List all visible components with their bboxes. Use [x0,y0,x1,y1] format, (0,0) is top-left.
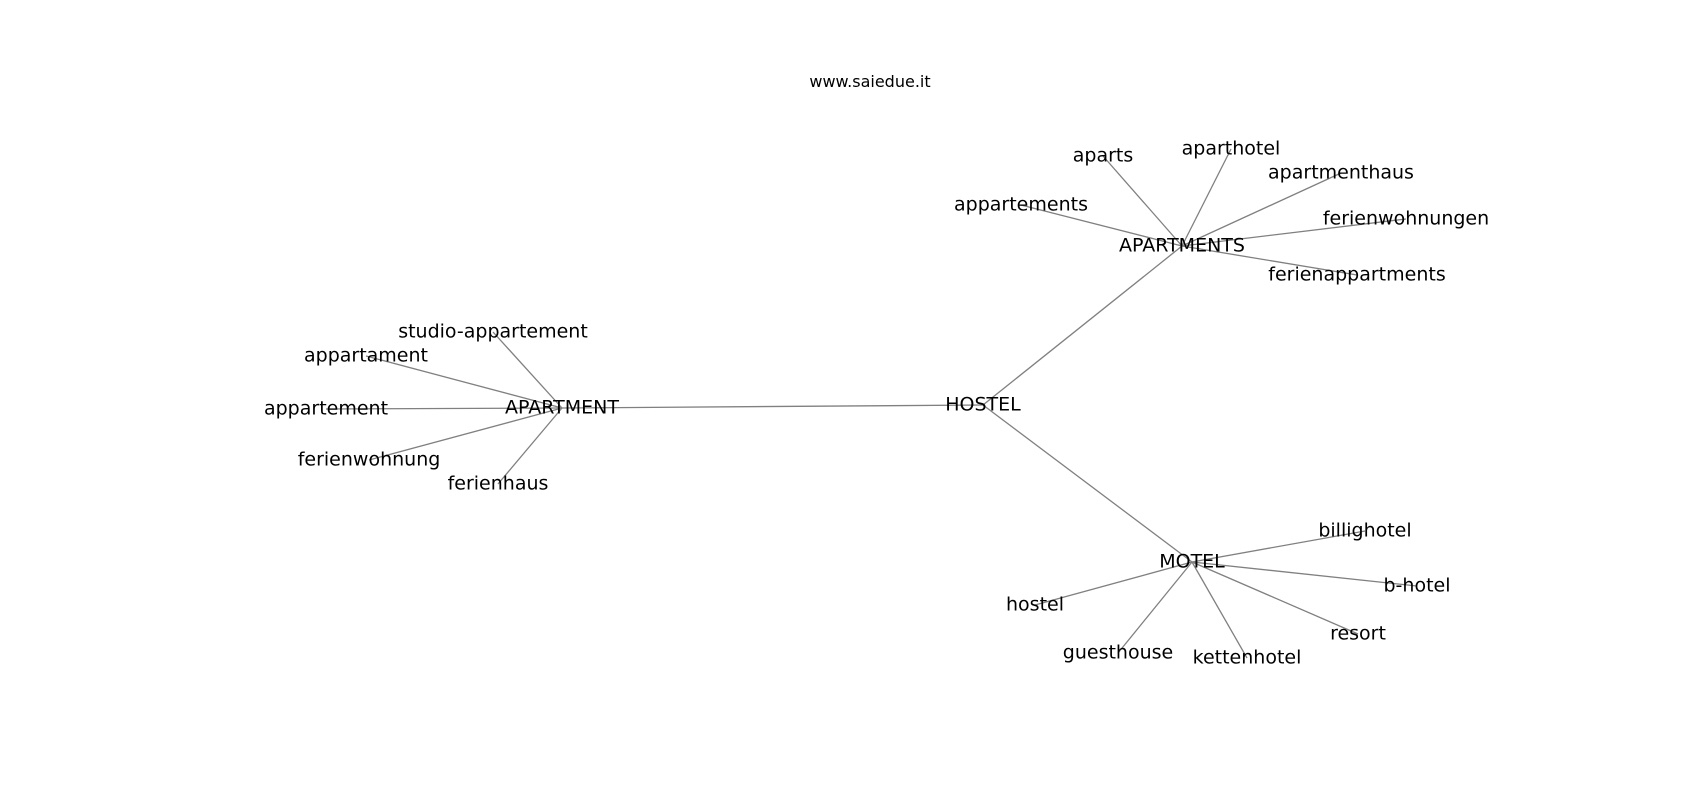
edge-apartment-appartement [325,407,563,410]
node-apartment: APARTMENT [505,397,619,419]
node-aparts: aparts [1073,145,1134,167]
node-b-hotel: b-hotel [1383,575,1450,597]
node-studio-appartement: studio-appartement [398,321,588,343]
node-hostel-hub: HOSTEL [945,394,1021,416]
edge-hostel_hub-apartment [561,404,984,409]
node-ferienwohnungen: ferienwohnungen [1323,208,1489,230]
edge-motel-guesthouse [1117,561,1193,654]
node-ferienwohnung: ferienwohnung [298,449,441,471]
node-hostel: hostel [1006,594,1064,616]
edge-motel-billighotel [1191,530,1366,563]
node-appartements: appartements [954,194,1088,216]
edge-apartments-apartmenthaus [1181,172,1342,247]
edge-apartments-ferienappartments [1181,245,1358,276]
node-resort: resort [1330,623,1386,645]
node-appartament: appartament [304,345,428,367]
edge-apartments-ferienwohnungen [1181,218,1407,247]
edge-apartments-aparts [1102,155,1183,247]
edge-apartment-appartament [365,355,563,409]
edge-motel-b_hotel [1191,561,1418,587]
edge-apartment-ferienhaus [497,407,563,485]
node-kettenhotel: kettenhotel [1193,647,1302,669]
node-guesthouse: guesthouse [1063,642,1173,664]
node-ferienappartments: ferienappartments [1268,264,1445,286]
node-ferienhaus: ferienhaus [448,473,549,495]
edge-apartment-studio_appartement [492,331,563,409]
node-motel: MOTEL [1159,551,1225,573]
graph-nodes: HOSTEL APARTMENT APARTMENTS MOTEL studio-app… [264,138,1489,669]
node-billighotel: billighotel [1318,520,1411,542]
node-aparthotel: aparthotel [1182,138,1281,160]
node-appartement: appartement [264,398,388,420]
edge-apartment-ferienwohnung [368,407,563,461]
graph-edges [325,148,1418,659]
edge-hostel_hub-motel [982,404,1193,563]
edge-hostel_hub-apartments [982,245,1183,406]
edge-motel-hostel [1034,561,1193,606]
edge-apartments-aparthotel [1181,148,1232,247]
edge-motel-resort [1191,561,1359,635]
node-apartmenthaus: apartmenthaus [1268,162,1414,184]
edge-apartments-appartements [1020,204,1183,247]
site-watermark: www.saiedue.it [809,72,930,91]
edge-motel-kettenhotel [1191,561,1248,659]
node-apartments: APARTMENTS [1119,235,1245,257]
